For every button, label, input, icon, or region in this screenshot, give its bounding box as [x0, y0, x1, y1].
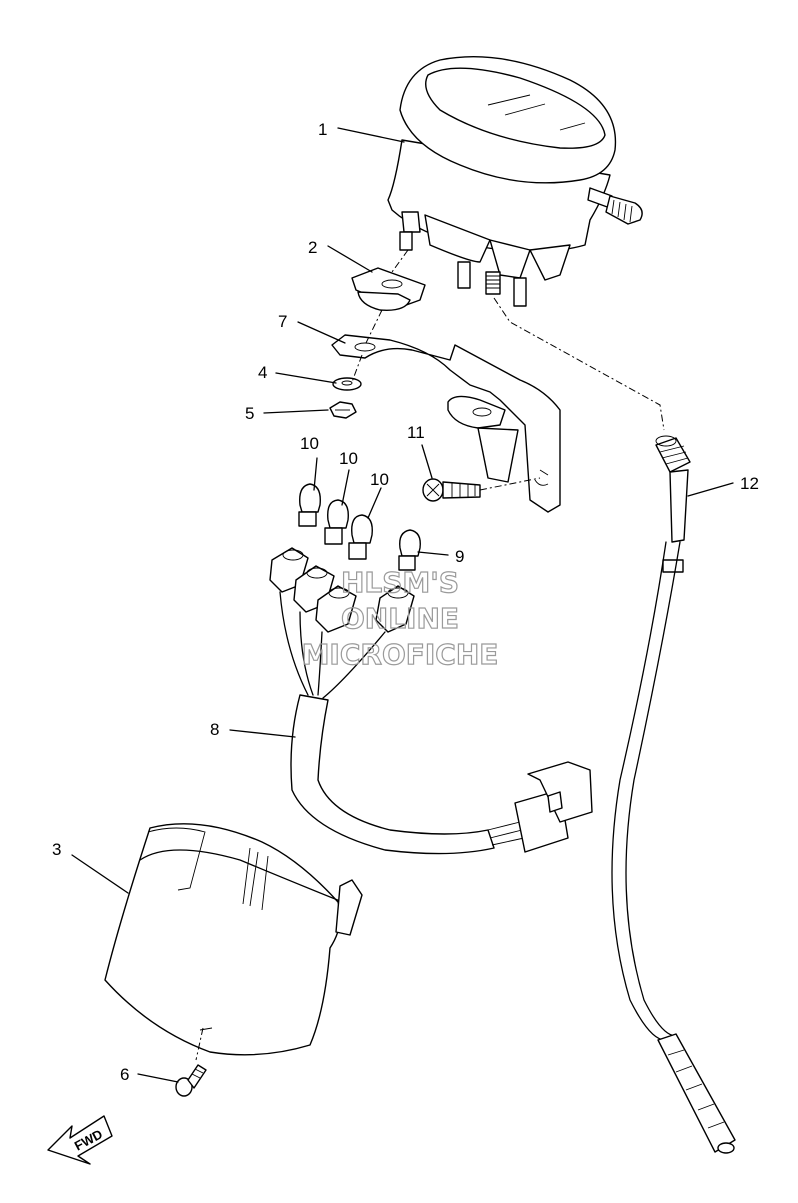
watermark-line-3: MICROFICHE [302, 638, 499, 671]
callout-4: 4 [258, 363, 267, 382]
nut[interactable] [329, 401, 357, 419]
callout-9: 9 [455, 547, 464, 566]
callout-5: 5 [245, 404, 254, 423]
callout-10a: 10 [300, 434, 319, 453]
meter-bracket[interactable] [331, 334, 561, 513]
meter-assembly[interactable] [387, 56, 643, 307]
bulb-10b[interactable] [324, 499, 349, 545]
callout-12: 12 [740, 474, 759, 493]
callout-11: 11 [407, 423, 425, 442]
callout-7: 7 [278, 312, 287, 331]
callout-3: 3 [52, 840, 61, 859]
watermark-line-1: HLSM'S [341, 566, 459, 599]
callout-10b: 10 [339, 449, 358, 468]
callout-8: 8 [210, 720, 219, 739]
assembly-lines [195, 249, 665, 1061]
watermark: HLSM'S ONLINE MICROFICHE [301, 565, 499, 671]
screw[interactable] [422, 478, 481, 502]
bulb-10c[interactable] [348, 514, 373, 560]
callout-1: 1 [318, 120, 327, 139]
bulb-10a[interactable] [298, 483, 321, 527]
cover-screw[interactable] [175, 1064, 207, 1097]
fwd-arrow: FWD [47, 1115, 113, 1165]
callout-6: 6 [120, 1065, 129, 1084]
meter-cover[interactable] [104, 823, 363, 1056]
speedometer-cable[interactable] [611, 435, 736, 1154]
grommet[interactable] [351, 267, 426, 311]
watermark-line-2: ONLINE [341, 602, 459, 635]
bulb-9[interactable] [398, 529, 421, 571]
callout-10c: 10 [370, 470, 389, 489]
washer[interactable] [332, 377, 362, 391]
callout-2: 2 [308, 238, 317, 257]
leader-lines [71, 127, 734, 1083]
wire-harness[interactable] [269, 547, 593, 855]
